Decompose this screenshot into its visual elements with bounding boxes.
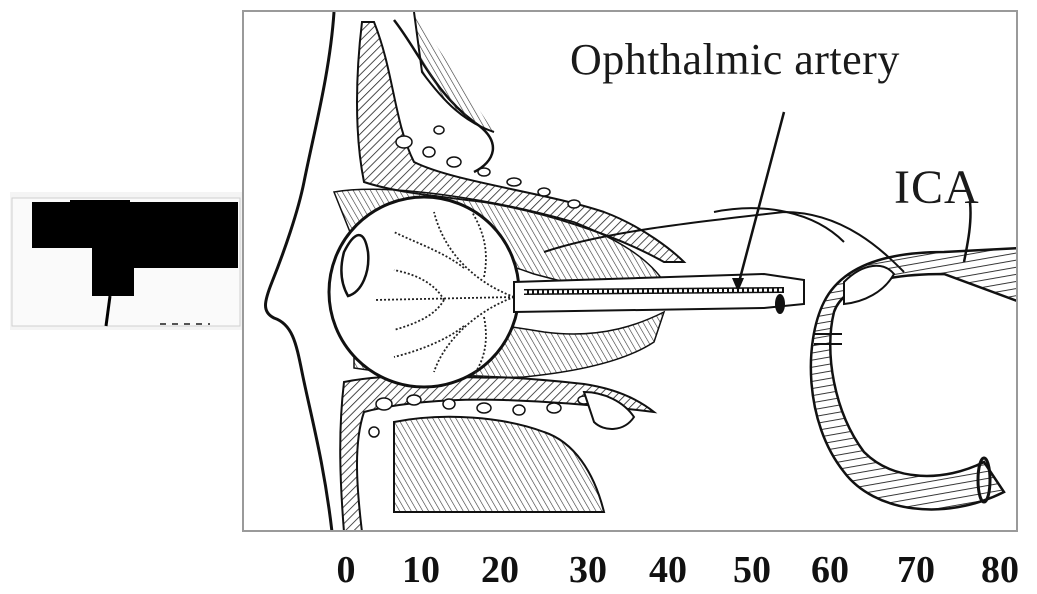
ica-label: ICA	[894, 160, 980, 215]
depth-scale: 0 10 20 30 40 50 60 70 80	[0, 548, 1037, 594]
depth-tick: 20	[481, 548, 519, 592]
orbit-anatomy-panel: Ophthalmic artery ICA	[242, 10, 1018, 532]
depth-tick: 10	[402, 548, 440, 592]
depth-tick: 70	[897, 548, 935, 592]
orbit-cross-section-illustration	[244, 12, 1018, 532]
depth-tick: 0	[337, 548, 356, 592]
depth-tick: 60	[811, 548, 849, 592]
transducer-probe-image	[10, 192, 242, 330]
depth-tick: 30	[569, 548, 607, 592]
depth-tick: 80	[981, 548, 1019, 592]
depth-tick: 50	[733, 548, 771, 592]
depth-tick: 40	[649, 548, 687, 592]
ophthalmic-artery-label: Ophthalmic artery	[570, 34, 900, 85]
ophthalmic-artery-pointer	[738, 112, 784, 286]
